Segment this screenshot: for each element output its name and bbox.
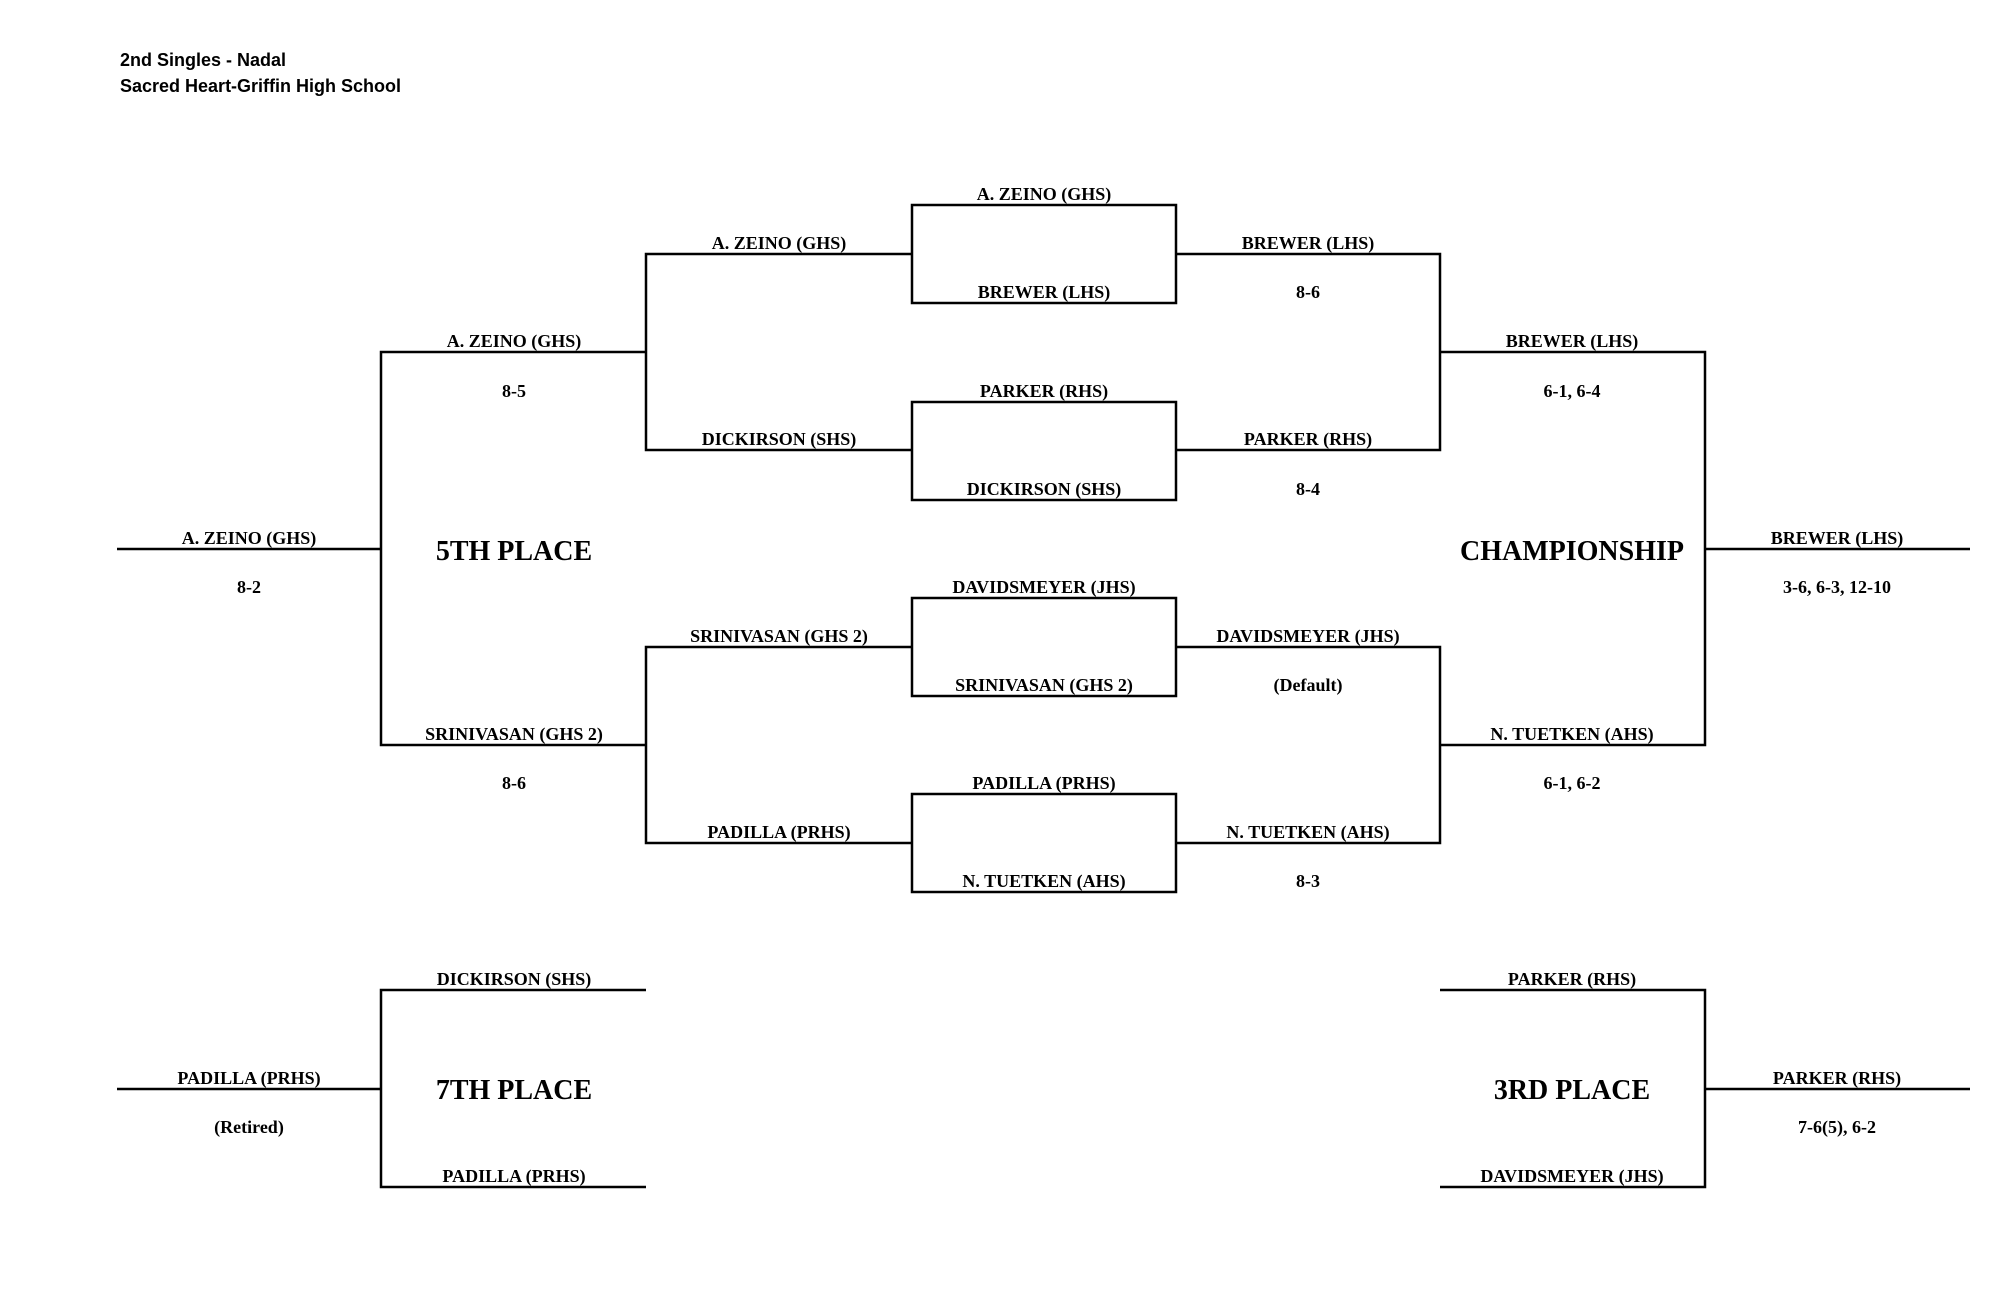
match-score: 8-2 — [237, 577, 261, 597]
match-score: 8-4 — [1296, 479, 1320, 499]
consolation-bracket-top — [644, 252, 912, 452]
player-name: DICKIRSON (SHS) — [437, 969, 592, 990]
winner-name: SRINIVASAN (GHS 2) — [425, 724, 603, 745]
match-score: 7-6(5), 6-2 — [1798, 1117, 1876, 1138]
match-score: 6-1, 6-4 — [1544, 381, 1601, 401]
player-name: A. ZEINO (GHS) — [712, 233, 847, 254]
match-score: 8-6 — [1296, 282, 1320, 302]
player-name: DAVIDSMEYER (JHS) — [952, 577, 1135, 598]
match-score: 8-3 — [1296, 871, 1320, 891]
third-place-title: 3RD PLACE — [1494, 1075, 1650, 1106]
player-name: DAVIDSMEYER (JHS) — [1480, 1166, 1663, 1187]
player-name: A. ZEINO (GHS) — [977, 184, 1112, 205]
player-name: DICKIRSON (SHS) — [702, 429, 857, 450]
winner-name: BREWER (LHS) — [1506, 331, 1639, 352]
player-name: BREWER (LHS) — [978, 282, 1111, 303]
winner-name: PARKER (RHS) — [1244, 429, 1372, 450]
player-name: SRINIVASAN (GHS 2) — [690, 626, 868, 647]
winner-name: N. TUETKEN (AHS) — [1226, 822, 1389, 843]
player-name: PADILLA (PRHS) — [442, 1166, 585, 1187]
match-score: 3-6, 6-3, 12-10 — [1783, 577, 1891, 597]
seventh-place-winner: PADILLA (PRHS) — [177, 1068, 320, 1089]
bracket-lines — [117, 203, 1970, 1189]
player-name: PARKER (RHS) — [980, 381, 1108, 402]
fifth-place-title: 5TH PLACE — [436, 536, 592, 567]
fifth-place-winner: A. ZEINO (GHS) — [182, 528, 317, 549]
player-name: DICKIRSON (SHS) — [967, 479, 1122, 500]
winner-name: BREWER (LHS) — [1242, 233, 1375, 254]
player-name: SRINIVASAN (GHS 2) — [955, 675, 1133, 696]
host-school: Sacred Heart-Griffin High School — [120, 76, 402, 96]
match-score: 8-5 — [502, 381, 526, 401]
third-place-winner: PARKER (RHS) — [1773, 1068, 1901, 1089]
match-score: (Default) — [1274, 675, 1343, 696]
winner-name: DAVIDSMEYER (JHS) — [1216, 626, 1399, 647]
consolation-bracket-bottom — [644, 645, 912, 845]
championship-title: CHAMPIONSHIP — [1460, 536, 1684, 567]
player-name: PADILLA (PRHS) — [972, 773, 1115, 794]
champion-name: BREWER (LHS) — [1771, 528, 1904, 549]
winner-name: A. ZEINO (GHS) — [447, 331, 582, 352]
winner-name: N. TUETKEN (AHS) — [1490, 724, 1653, 745]
match-score: (Retired) — [214, 1117, 284, 1138]
player-name: PADILLA (PRHS) — [707, 822, 850, 843]
player-name: N. TUETKEN (AHS) — [962, 871, 1125, 892]
match-score: 8-6 — [502, 773, 526, 793]
player-name: PARKER (RHS) — [1508, 969, 1636, 990]
seventh-place-title: 7TH PLACE — [436, 1075, 592, 1106]
event-title: 2nd Singles - Nadal — [120, 50, 287, 70]
match-score: 6-1, 6-2 — [1544, 773, 1601, 793]
